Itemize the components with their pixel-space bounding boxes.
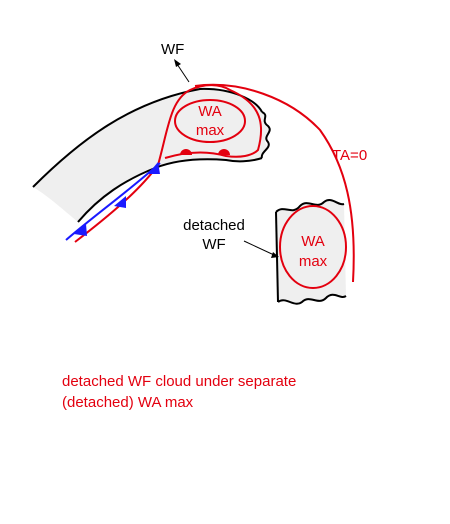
ta-zero-line [194,83,355,283]
cloud-band [33,88,269,222]
cloud-band-lower-edge [77,157,263,223]
blue-triangle-icon [74,224,87,236]
cloud-band-wavy-edge [260,111,271,159]
detached-wf-label-1: detached [183,217,245,234]
detached-cloud [276,200,346,304]
wf-top-label: WF [161,41,184,58]
blue-triangle-icon [114,196,126,208]
red-semicircle-icon [180,149,192,155]
detached-cloud-bottom-edge [277,293,347,305]
blue-triangle-icon [148,162,160,174]
wa-max-ellipse-main [174,99,246,143]
caption-line-1: detached WF cloud under separate [62,373,297,390]
wa-max-ellipse-detached [279,205,347,289]
wa-max-detached-label-2: max [299,253,328,270]
arrow-icon [174,59,190,83]
caption: detached WF cloud under separate (detach… [62,371,422,413]
detached-cloud-top-edge [275,199,345,213]
caption-line-2: (detached) WA max [62,394,194,411]
wa-max-main-label-2: max [196,122,225,139]
wa-max-detached-label-1: WA [301,233,325,250]
wa-max-main-label-1: WA [198,103,222,120]
cold-front-symbols [74,162,160,236]
cloud-band-upper-edge [32,87,263,188]
warm-front-symbols [180,149,230,155]
detached-wf-label-2: WF [202,236,225,253]
ta-zero-label: TA=0 [332,147,367,164]
red-semicircle-icon [218,149,230,155]
arrow-icon [243,240,279,258]
